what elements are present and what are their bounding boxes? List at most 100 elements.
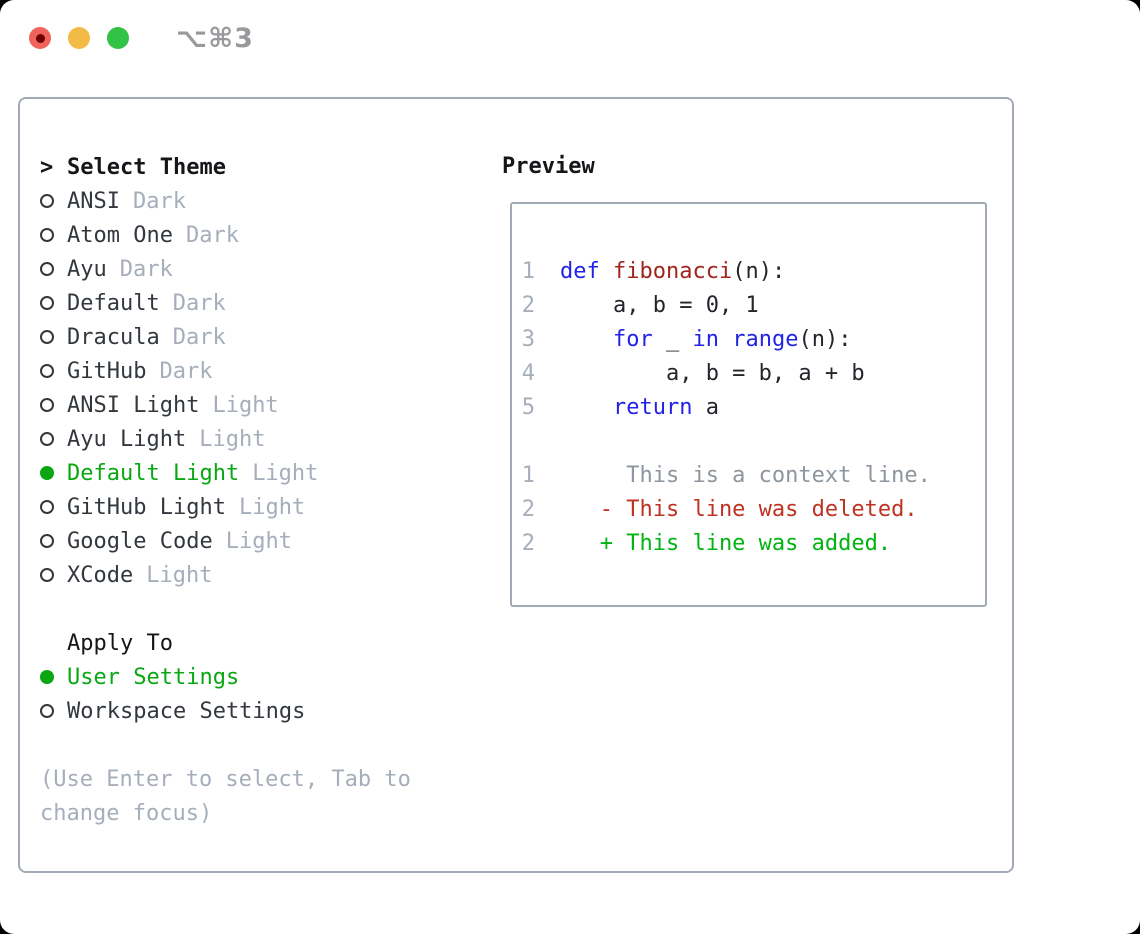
option-label: Ayu Light: [67, 426, 187, 452]
option-label: ANSI: [67, 188, 120, 214]
theme-variant-label: Dark: [185, 222, 239, 248]
code-line: 3 for _ in range(n):: [521, 323, 985, 357]
option-label: XCode: [67, 562, 134, 588]
spacer: [40, 592, 411, 626]
radio-selected-icon: [40, 670, 54, 684]
theme-option-ansi[interactable]: ANSI Dark: [40, 184, 411, 218]
code-segment-function: fibonacci: [613, 259, 733, 284]
radio-icon: [40, 262, 54, 276]
code-segment-plain: a: [692, 395, 719, 420]
radio-icon: [40, 398, 54, 412]
code-segment-plain: [560, 391, 613, 425]
radio-icon: [40, 228, 54, 242]
line-number: 4: [521, 361, 535, 386]
radio-icon: [40, 194, 54, 208]
apply-to-heading: Apply To: [40, 626, 411, 660]
theme-variant-label: Light: [212, 392, 279, 418]
theme-variant-label: Light: [199, 426, 266, 452]
option-label: ANSI Light: [67, 392, 200, 418]
option-label: Default: [67, 290, 160, 316]
preview-title: Preview: [502, 154, 595, 179]
code-line: 2 a, b = 0, 1: [521, 289, 985, 323]
code-segment-added: + This line was added.: [560, 531, 892, 556]
option-label: Atom One: [67, 222, 173, 248]
radio-icon: [40, 534, 54, 548]
code-segment-keyword: def: [560, 259, 600, 284]
minimize-button[interactable]: [68, 27, 90, 49]
close-button[interactable]: [29, 27, 51, 49]
line-number: 2: [521, 531, 535, 556]
theme-variant-label: Dark: [172, 324, 226, 350]
theme-variant-label: Light: [238, 494, 306, 520]
option-label: GitHub: [67, 358, 147, 384]
theme-option-github-light[interactable]: GitHub Light Light: [40, 490, 411, 524]
radio-icon: [40, 330, 54, 344]
window-shortcut-label: ⌥⌘3: [176, 22, 254, 54]
radio-icon: [40, 704, 54, 718]
code-segment-deleted: - This line was deleted.: [560, 497, 918, 522]
usage-hint-line-1: (Use Enter to select, Tab to: [40, 766, 411, 792]
theme-variant-label: Dark: [172, 290, 226, 316]
diff-context-line: 1 This is a context line.: [521, 459, 985, 493]
theme-variant-label: Light: [225, 528, 292, 554]
spacer: [40, 728, 411, 762]
option-label: Google Code: [67, 528, 213, 554]
option-label: Dracula: [67, 324, 160, 350]
line-number: 2: [521, 293, 535, 318]
theme-option-xcode[interactable]: XCode Light: [40, 558, 411, 592]
radio-icon: [40, 500, 54, 514]
apply-to-title: Apply To: [67, 630, 173, 656]
usage-hint-line-2: change focus): [40, 800, 213, 826]
apply-option-workspace-settings[interactable]: Workspace Settings: [40, 694, 411, 728]
theme-option-github[interactable]: GitHub Dark: [40, 354, 411, 388]
line-number: 3: [521, 327, 535, 352]
theme-variant-label: Light: [146, 562, 213, 588]
code-segment-plain: (n):: [798, 327, 852, 352]
code-segment-keyword: in: [692, 327, 719, 352]
radio-icon: [40, 432, 54, 446]
code-segment-context: This is a context line.: [560, 463, 931, 488]
option-label: Ayu: [67, 256, 107, 282]
code-segment-keyword: range: [732, 327, 799, 352]
theme-option-ansi-light[interactable]: ANSI Light Light: [40, 388, 411, 422]
zoom-button[interactable]: [107, 27, 129, 49]
line-number: 1: [521, 463, 535, 488]
line-number: 5: [521, 395, 535, 420]
code-segment-plain: [719, 323, 732, 357]
theme-variant-label: Dark: [159, 358, 213, 384]
radio-icon: [40, 568, 54, 582]
code-segment-keyword: return: [612, 395, 693, 420]
blank-line: [521, 425, 985, 459]
code-line: 5 return a: [521, 391, 985, 425]
line-number: 1: [521, 259, 535, 284]
diff-added-line: 2 + This line was added.: [521, 527, 985, 561]
theme-variant-label: Dark: [132, 188, 186, 214]
theme-option-dracula[interactable]: Dracula Dark: [40, 320, 411, 354]
theme-option-ayu-light[interactable]: Ayu Light Light: [40, 422, 411, 456]
select-theme-title: Select Theme: [67, 154, 226, 180]
theme-option-default[interactable]: Default Dark: [40, 286, 411, 320]
code-segment-plain: a, b = b, a + b: [560, 361, 865, 386]
code-segment-plain: a, b = 0, 1: [560, 293, 759, 318]
window-titlebar: ⌥⌘3: [0, 0, 1140, 76]
theme-variant-label: Light: [252, 460, 319, 486]
theme-option-atom-one[interactable]: Atom One Dark: [40, 218, 411, 252]
code-segment-keyword: for: [612, 327, 653, 352]
line-number: [521, 425, 535, 459]
theme-option-google-code[interactable]: Google Code Light: [40, 524, 411, 558]
option-label: Default Light: [67, 460, 240, 486]
apply-option-user-settings[interactable]: User Settings: [40, 660, 411, 694]
code-segment-plain: [560, 323, 613, 357]
radio-selected-icon: [40, 466, 54, 480]
diff-deleted-line: 2 - This line was deleted.: [521, 493, 985, 527]
theme-option-default-light[interactable]: Default Light Light: [40, 456, 411, 490]
close-unsaved-dot-icon: [35, 33, 45, 43]
option-label: GitHub Light: [67, 494, 226, 520]
